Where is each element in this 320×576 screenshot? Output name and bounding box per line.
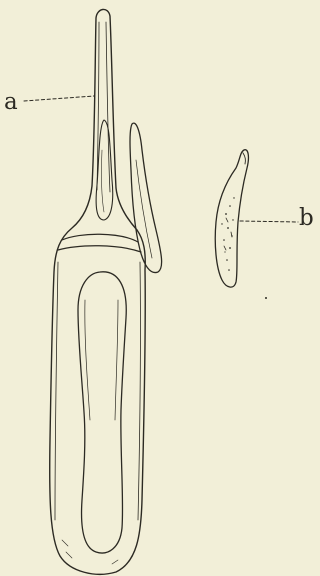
specimen-a-cross-band [58, 234, 141, 252]
speck [265, 297, 267, 299]
specimen-b-tip [243, 153, 245, 164]
label-a: a [4, 91, 18, 114]
leader-line-b [240, 221, 298, 222]
label-b: b [299, 207, 314, 230]
specimen-a-outline-stroke-2 [55, 22, 140, 520]
specimen-a [50, 9, 146, 574]
leader-line-a [24, 96, 94, 101]
specimen-b-granules [221, 197, 234, 271]
specimen-b-dashes [224, 218, 232, 250]
specimen-a-inner-loop-stroke-2 [85, 300, 118, 420]
specimen-a-inner-lobe-stroke-2 [101, 150, 104, 212]
specimen-a-inner-loop [78, 272, 126, 553]
specimen-a-outline [50, 9, 146, 574]
specimen-a-hatching [62, 540, 118, 564]
specimen-b-outline [215, 150, 248, 287]
specimen-a-inner-lobe [96, 120, 113, 220]
specimen-b [215, 150, 248, 287]
